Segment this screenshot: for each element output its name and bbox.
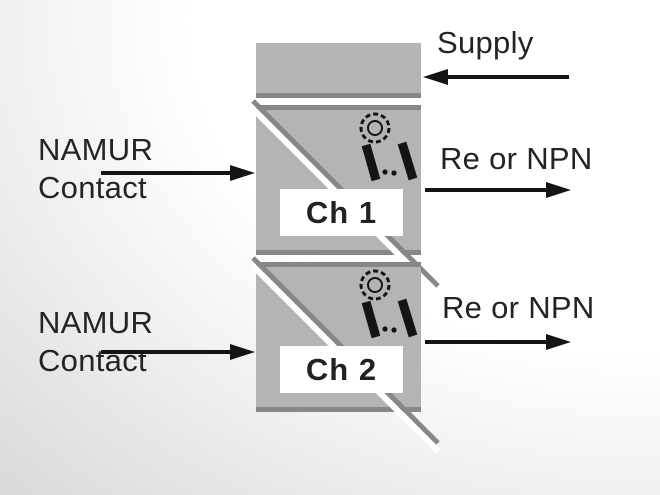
channel-2-label: Ch 2 (280, 346, 403, 393)
block-top-border (256, 105, 421, 110)
block-bottom-border (256, 250, 421, 255)
block-top-border (256, 262, 421, 267)
channel-2-input-arrow-right-icon (101, 344, 255, 360)
channel-1-output-label: Re or NPN (440, 141, 593, 176)
channel-1-input-label: NAMUR Contact (38, 132, 154, 205)
channel-1-output-arrow-right-icon (425, 182, 571, 198)
gear-icon (359, 112, 391, 144)
channel-2-output-arrow-right-icon (425, 334, 571, 350)
channel-2-input-label: NAMUR Contact (38, 305, 154, 378)
supply-label: Supply (437, 25, 534, 60)
channel-1-input-arrow-right-icon (101, 165, 255, 181)
channel-2-block: Ch 2 (250, 256, 441, 454)
switch-contact-icon (359, 112, 418, 182)
switch-contact-icon (359, 269, 418, 339)
gear-icon (359, 269, 391, 301)
channel-1-block: Ch 1 (250, 99, 441, 297)
supply-arrow-left-icon (423, 69, 569, 85)
supply-block (256, 43, 421, 98)
channel-1-label: Ch 1 (280, 189, 403, 236)
block-bottom-border (256, 407, 421, 412)
channel-2-output-label: Re or NPN (442, 290, 595, 325)
